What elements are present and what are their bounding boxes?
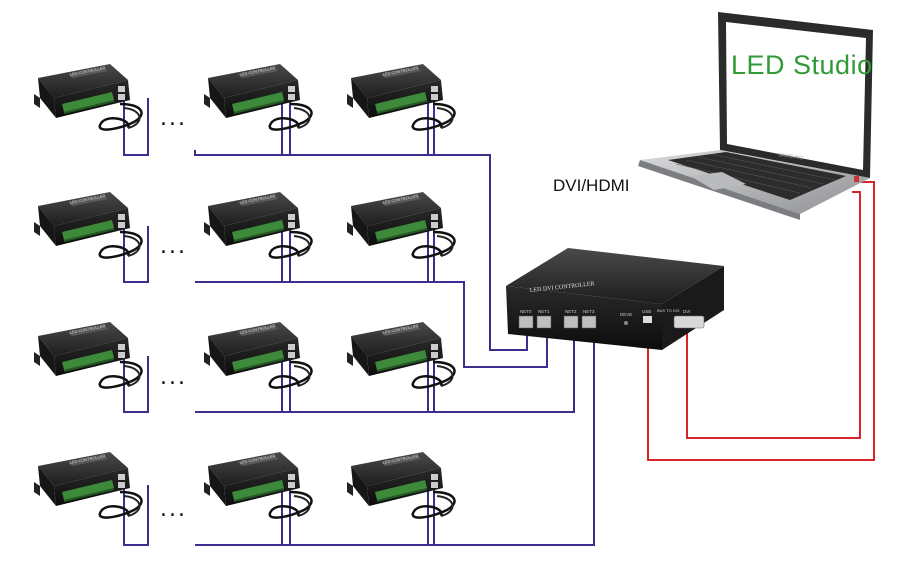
laptop-brand: SAMSUNG: [778, 152, 804, 161]
sub-controller: [32, 450, 143, 519]
port-label: DVI: [683, 309, 691, 314]
sub-controller-label: LED CONTROLLER: [69, 65, 106, 77]
dvi-cable: [686, 191, 861, 439]
usb-cable: [647, 181, 875, 461]
laptop: SAMSUNG: [638, 12, 873, 220]
sub-controller-label: LED CONTROLLER: [69, 193, 106, 205]
row1-cable: [427, 98, 528, 351]
ellipsis: ...: [160, 365, 187, 390]
net-cables: [123, 98, 595, 546]
sub-controller: [202, 190, 313, 259]
sub-controller-label: LED CONTROLLER: [239, 323, 276, 335]
sub-controller-label: LED CONTROLLER: [69, 453, 106, 465]
sub-controller: [32, 320, 143, 389]
ellipsis: ...: [160, 497, 187, 522]
row4-cable: [427, 332, 595, 546]
row2-cable: [427, 226, 548, 368]
row3-cable: [427, 332, 575, 413]
port-label: BUS TO DVI: [657, 308, 680, 313]
sub-controller: [202, 320, 313, 389]
port-label: NET0: [520, 309, 532, 314]
sub-controller: [32, 190, 143, 259]
sub-controller-label: LED CONTROLLER: [382, 193, 419, 205]
sub-controller: [202, 450, 313, 519]
main-controller: LED DVI CONTROLLER NET0 NET1 NET2 NET3 D…: [506, 248, 724, 350]
sub-controller: [32, 62, 143, 131]
port-label: NET3: [583, 309, 595, 314]
sub-controller-label: LED CONTROLLER: [239, 65, 276, 77]
sub-controller: [345, 450, 456, 519]
sub-controller-label: LED CONTROLLER: [382, 453, 419, 465]
dvi-hdmi-label: DVI/HDMI: [553, 176, 630, 195]
sub-controller: [345, 320, 456, 389]
ellipsis: ...: [160, 106, 187, 131]
sub-controller: [345, 62, 456, 131]
port-label: NET1: [538, 309, 550, 314]
ellipsis: ...: [160, 234, 187, 259]
port-label: DEVE: [620, 312, 632, 317]
sub-controllers: LED CONTROLLER LED CONTROLLER LED CONTROLL…: [32, 62, 456, 519]
port-label: USB: [642, 309, 651, 314]
port-label: NET2: [565, 309, 577, 314]
sub-controller: [202, 62, 313, 131]
sub-controller-label: LED CONTROLLER: [239, 453, 276, 465]
sub-controller-label: LED CONTROLLER: [69, 323, 106, 335]
sub-controller: [345, 190, 456, 259]
dvi-cables: [647, 181, 875, 461]
sub-controller-label: LED CONTROLLER: [239, 193, 276, 205]
sub-controller-label: LED CONTROLLER: [382, 65, 419, 77]
sub-controller-label: LED CONTROLLER: [382, 323, 419, 335]
laptop-screen-text: LED Studio: [731, 50, 873, 80]
